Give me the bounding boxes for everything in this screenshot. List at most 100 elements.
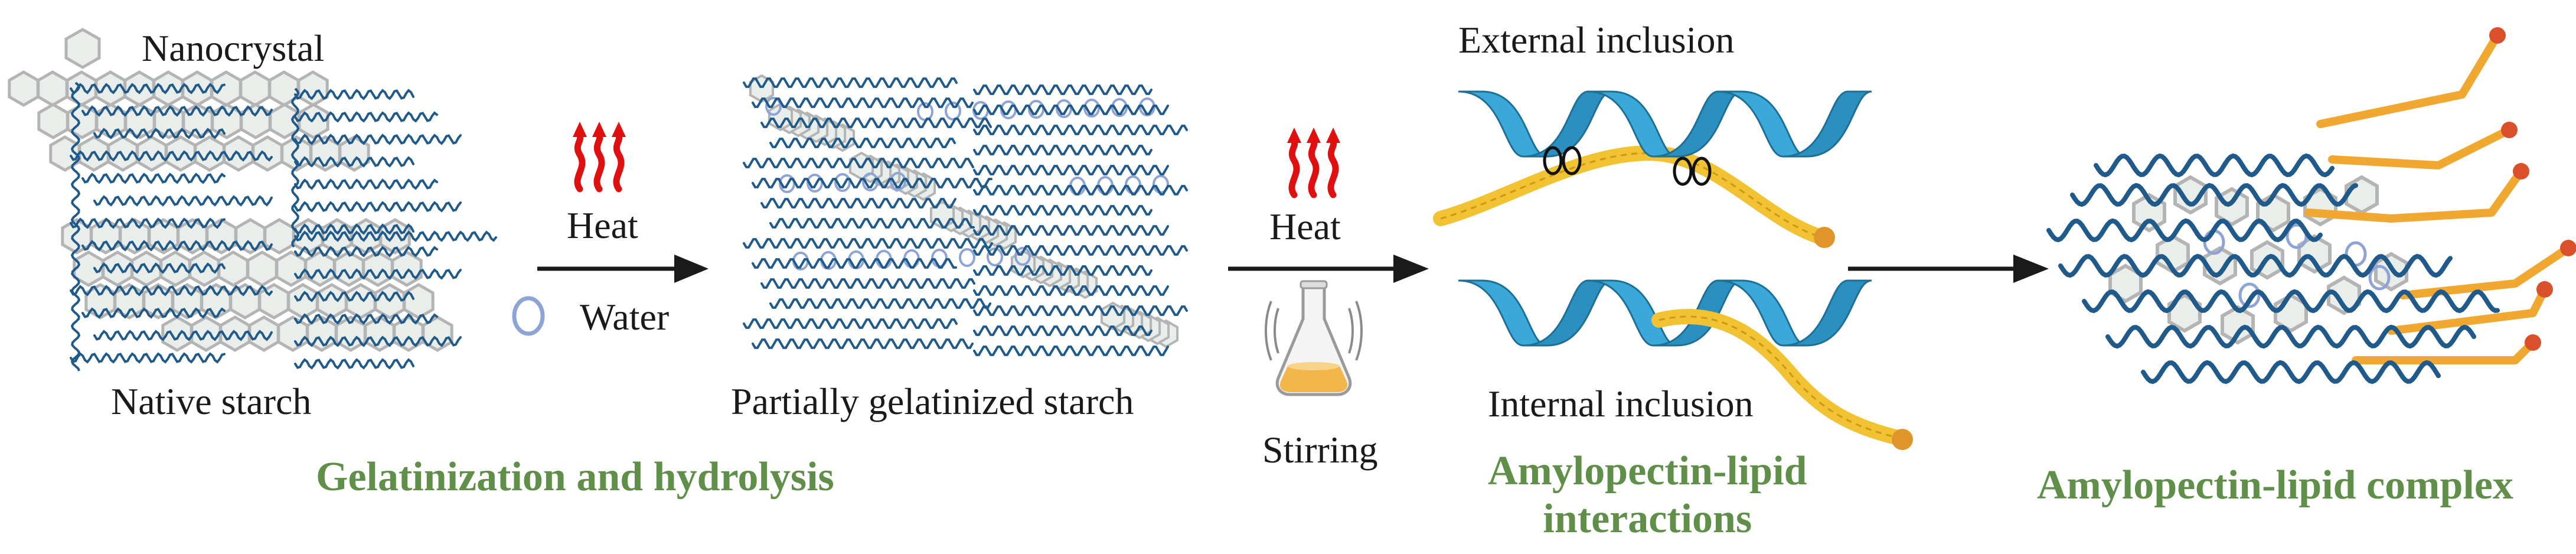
water-molecule: [862, 172, 879, 191]
heat-icon-2: [1287, 128, 1340, 198]
complex-stage-label: Amylopectin-lipid complex: [2037, 462, 2513, 508]
helix-chain: [752, 258, 957, 269]
nanocrystal: [8, 70, 40, 107]
nanocrystal: [2167, 293, 2202, 333]
interactions-line-1: Amylopectin-lipid: [1488, 448, 1807, 494]
backbone-chain: [70, 82, 81, 371]
nanocrystal: [2327, 275, 2361, 315]
helix-chain: [2046, 218, 2323, 243]
lipid-tail: [2352, 338, 2537, 364]
partially-gelatinized-starch-diagram: [743, 74, 1188, 356]
helix-chain: [973, 205, 1152, 216]
helix-chain: [2082, 289, 2500, 314]
nanocrystal: [393, 315, 425, 352]
nanocrystal: [304, 250, 336, 287]
native-starch-diagram: [8, 70, 497, 371]
helix-chain: [294, 111, 438, 123]
nanocrystal: [362, 250, 394, 287]
water-molecule: [1014, 247, 1031, 266]
helix-chain: [973, 84, 1152, 95]
lipid-tail: [2328, 126, 2513, 170]
helix-chain: [294, 201, 462, 213]
helix-chain: [752, 338, 974, 349]
helix-chain: [2070, 183, 2358, 207]
internal-inclusion-label: Internal inclusion: [1488, 383, 1754, 425]
helix-chain: [81, 307, 226, 319]
helix-chain: [769, 298, 991, 309]
water-molecule: [945, 102, 961, 120]
helix-chain: [93, 128, 226, 139]
helix-chain: [973, 245, 1188, 256]
helix-chain: [2094, 153, 2335, 178]
helix-chain: [973, 305, 1188, 316]
partial-starch-label: Partially gelatinized starch: [731, 380, 1134, 422]
helix-chain: [294, 291, 414, 302]
swollen-chains: [743, 77, 1188, 356]
process-arrow-3: [1848, 255, 2049, 283]
helix-segment: [1523, 90, 1612, 158]
helix-chain: [760, 118, 992, 128]
helix-chain: [973, 145, 1152, 155]
water-molecule: [807, 174, 823, 193]
nanocrystal: [287, 283, 319, 320]
helix-chain: [294, 268, 462, 280]
helix-chain: [70, 217, 226, 229]
nanocrystal: [2221, 305, 2255, 345]
helix-chain: [294, 335, 462, 347]
nanocrystal: [277, 315, 309, 352]
interactions-line-2: interactions: [1543, 496, 1752, 542]
helix-chain: [294, 246, 438, 258]
nanocrystal: [239, 70, 271, 107]
lipid-tail: [2316, 31, 2502, 128]
stirring-label: Stirring: [1262, 429, 1378, 471]
helix-chain: [294, 89, 414, 100]
helix-chain: [294, 358, 414, 370]
nanocrystal: [316, 283, 348, 320]
helix-chain: [2058, 253, 2453, 278]
water-molecule: [1028, 100, 1044, 119]
helix-segment: [1523, 279, 1612, 347]
helix-chain: [70, 150, 273, 162]
water-molecule: [2368, 265, 2391, 291]
helix-chain: [973, 285, 1169, 296]
lipid-head: [2513, 163, 2529, 180]
nanocrystal: [246, 250, 278, 287]
nanocrystal: [2215, 187, 2249, 227]
water-molecule: [890, 172, 906, 191]
water-molecule: [834, 173, 851, 192]
nanocrystal: [403, 283, 435, 320]
helix-chain: [973, 225, 1169, 236]
lipid-head: [2536, 281, 2553, 298]
nanocrystal: [37, 70, 68, 107]
lipid-head: [2525, 334, 2541, 351]
heat-icon: [573, 122, 626, 193]
helix-chain: [2105, 324, 2476, 349]
helix-chain: [81, 105, 273, 117]
helix-chain: [294, 223, 414, 235]
stirring-flask-icon: [1265, 280, 1363, 396]
helix-chain: [973, 105, 1169, 115]
water-molecule: [2238, 282, 2261, 308]
helix-chain: [973, 265, 1152, 276]
heat-label-1: Heat: [567, 204, 638, 246]
nanocrystal: [252, 135, 283, 172]
lipid-tail: [2387, 285, 2549, 335]
nanocrystal: [248, 315, 280, 352]
helix-chain: [81, 240, 273, 252]
helix-chain: [743, 158, 974, 168]
helix-chain: [294, 230, 497, 242]
helix-chain: [294, 156, 414, 168]
external-inclusion-diagram: [1433, 90, 1872, 248]
water-label: Water: [580, 296, 670, 338]
helix-chain: [760, 198, 956, 208]
helix-chain: [294, 133, 462, 145]
internal-inclusion-diagram: [1458, 279, 1913, 450]
helix-segment: [1718, 279, 1807, 347]
helix-segment: [1782, 279, 1872, 347]
helix-chain: [752, 97, 974, 108]
helix-chain: [973, 185, 1188, 195]
water-molecule: [1111, 98, 1128, 117]
gelatinization-stage-label: Gelatinization and hydrolysis: [316, 454, 834, 500]
nanocrystal: [37, 103, 69, 139]
nanocrystal-label: Nanocrystal: [142, 27, 325, 69]
